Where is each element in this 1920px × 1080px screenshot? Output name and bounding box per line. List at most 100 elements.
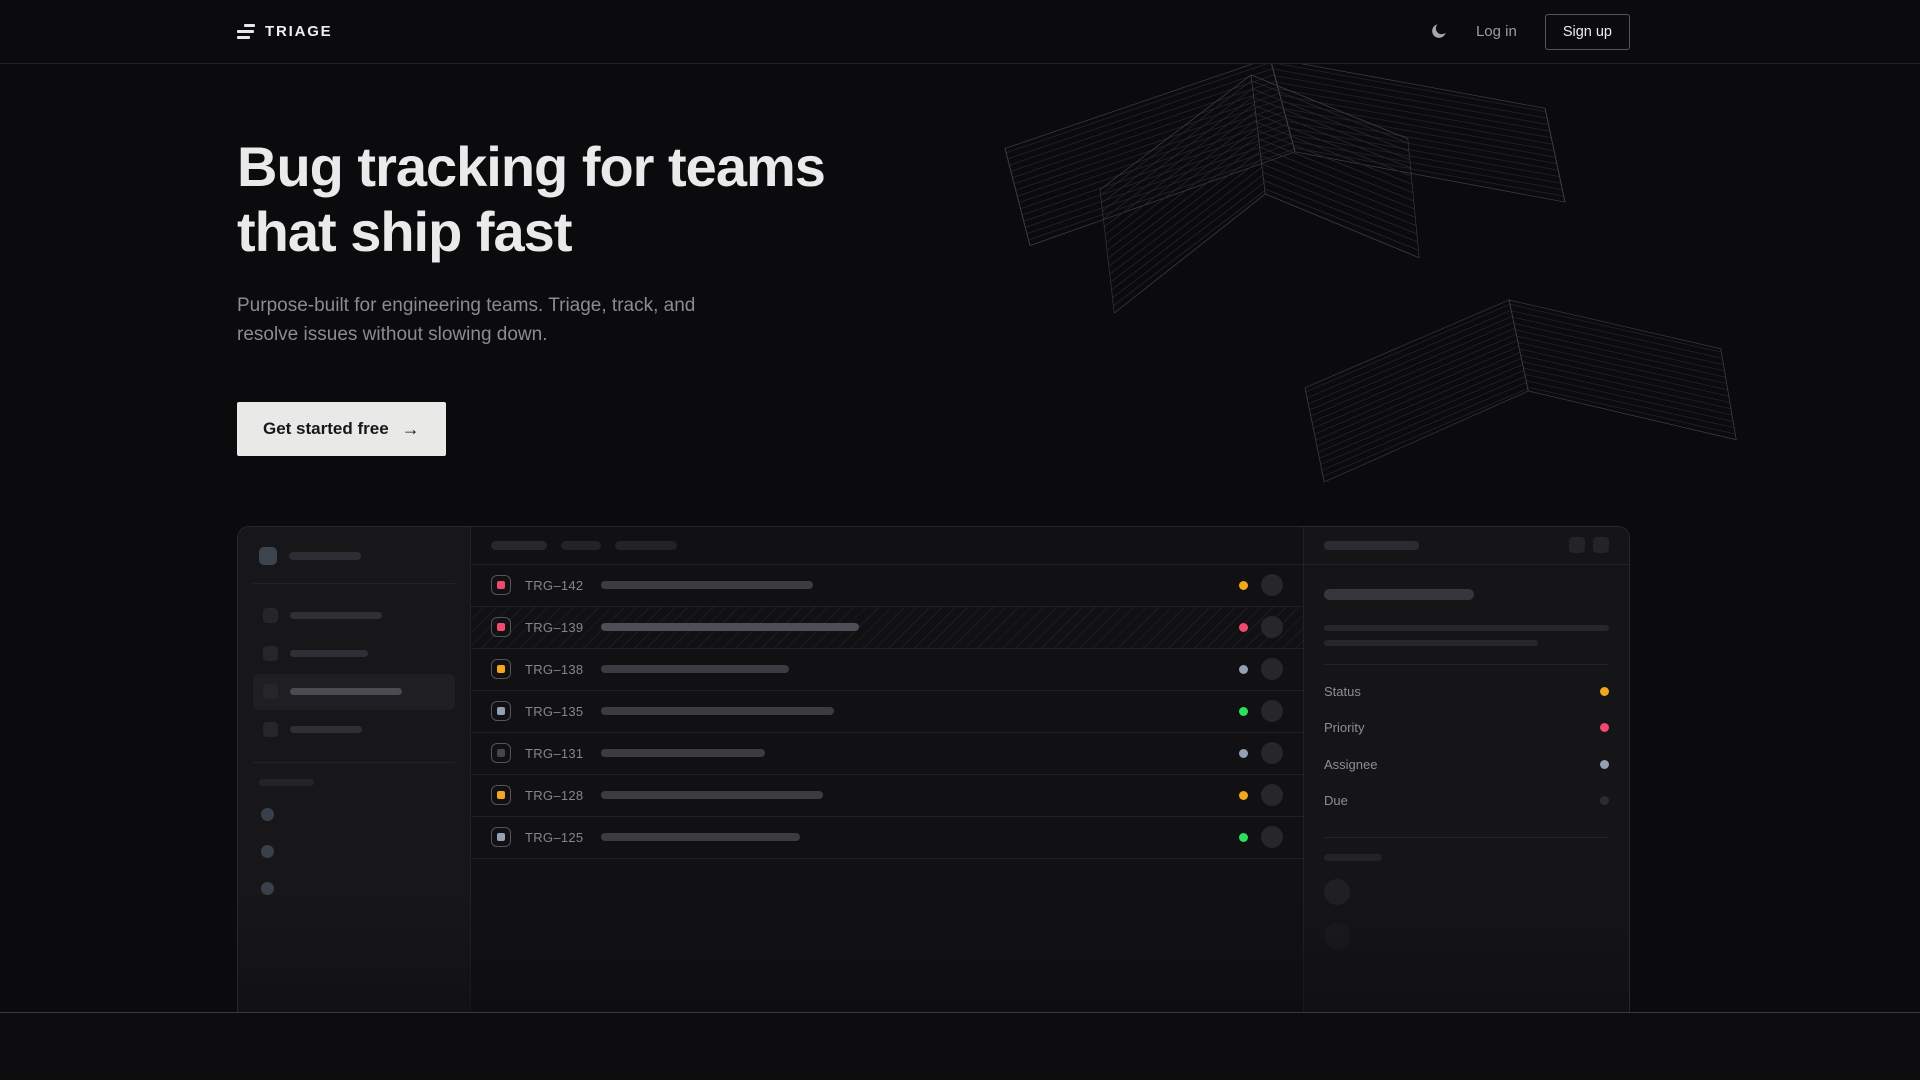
mock-nav-icon-placeholder (263, 722, 278, 738)
mock-issue-title-placeholder (1324, 588, 1474, 600)
avatar-placeholder (1261, 826, 1283, 849)
mock-sidebar-nav-item (253, 598, 455, 634)
login-link[interactable]: Log in (1475, 23, 1517, 40)
issue-type-icon (491, 701, 511, 722)
status-dot (1239, 706, 1248, 716)
mock-field-row: Assignee (1324, 746, 1609, 783)
navbar: TRIAGE Log in Sign up (0, 0, 1920, 64)
divider (253, 582, 455, 584)
issue-type-icon (491, 743, 511, 764)
issue-type-icon (491, 827, 511, 848)
field-value-dot (1600, 723, 1609, 733)
skeleton-bar (601, 707, 834, 716)
issue-id: TRG–125 (525, 829, 584, 845)
skeleton-bar (601, 581, 813, 590)
mock-dot (261, 844, 274, 858)
mock-nav-icon-placeholder (263, 684, 278, 700)
field-label: Due (1324, 793, 1348, 809)
signup-button[interactable]: Sign up (1544, 13, 1630, 50)
mock-filter-pill (491, 540, 547, 550)
avatar-placeholder (1261, 616, 1283, 639)
mock-sidebar-nav-item (253, 636, 455, 672)
mock-field-row: Status (1324, 673, 1609, 710)
avatar-placeholder (1261, 742, 1283, 765)
skeleton-bar (601, 833, 800, 842)
field-value-dot (1600, 686, 1609, 696)
mock-issue-row: TRG–125 (471, 817, 1303, 859)
skeleton-bar (601, 791, 823, 800)
mock-detail-fields: Status Priority Assignee (1324, 673, 1609, 819)
issue-id: TRG–138 (525, 661, 584, 677)
issue-type-icon (491, 575, 511, 596)
field-label: Assignee (1324, 756, 1378, 772)
skeleton-bar (1324, 624, 1609, 631)
issue-type-icon (491, 785, 511, 806)
field-label: Status (1324, 683, 1361, 699)
status-dot (1239, 790, 1248, 800)
field-value-dot (1600, 796, 1609, 806)
mock-filter-pill (561, 540, 601, 550)
divider (1324, 663, 1609, 665)
arrow-right-icon: → (401, 418, 420, 439)
avatar-placeholder (1324, 878, 1350, 905)
skeleton-bar (290, 612, 382, 620)
field-label: Priority (1324, 720, 1365, 736)
moon-icon (1432, 24, 1446, 38)
mock-comments-label-placeholder (1324, 853, 1382, 861)
mock-issue-row: TRG–139 (471, 606, 1303, 649)
mock-issue-list: TRG–142 TRG–139 (471, 526, 1303, 1012)
skeleton-bar (290, 650, 368, 658)
mock-section-label-placeholder (259, 778, 314, 786)
status-dot (1239, 832, 1248, 842)
status-dot (1239, 622, 1248, 632)
get-started-button[interactable]: Get started free → (237, 401, 446, 456)
skeleton-bar (290, 688, 402, 696)
mock-sidebar-dots (253, 807, 455, 895)
avatar-placeholder (1261, 784, 1283, 807)
issue-type-icon (491, 659, 511, 680)
issue-id: TRG–139 (525, 619, 584, 635)
field-value-dot (1600, 759, 1609, 769)
avatar-placeholder (1261, 574, 1283, 597)
skeleton-bar (1324, 639, 1538, 646)
cta-label: Get started free (263, 418, 389, 438)
mock-issue-rows: TRG–142 TRG–139 (471, 565, 1303, 859)
page-footer (0, 1013, 1920, 1079)
status-dot (1239, 748, 1248, 758)
mock-filter-pill (615, 540, 677, 550)
status-dot (1239, 580, 1248, 590)
theme-toggle-button[interactable] (1429, 22, 1448, 41)
skeleton-bar (1324, 540, 1419, 550)
mock-panel-button (1569, 537, 1585, 554)
mock-sidebar-nav-item (253, 712, 455, 748)
triage-logo-icon (237, 24, 255, 39)
issue-type-icon (491, 617, 511, 638)
mock-field-row: Due (1324, 782, 1609, 819)
app-preview-card: TRG–142 TRG–139 (237, 525, 1630, 1012)
mock-issue-row: TRG–138 (471, 649, 1303, 691)
mock-detail-header (1304, 527, 1629, 565)
mock-workspace-avatar (259, 546, 277, 565)
skeleton-bar (601, 749, 765, 758)
issue-id: TRG–135 (525, 703, 584, 719)
avatar-placeholder (1261, 700, 1283, 723)
mock-detail-panel: Status Priority Assignee (1303, 526, 1629, 1012)
mock-sidebar-nav (253, 598, 455, 748)
issue-id: TRG–128 (525, 787, 584, 803)
mock-sidebar-nav-item (253, 673, 455, 710)
skeleton-bar (289, 551, 361, 560)
mock-issue-row: TRG–142 (471, 565, 1303, 607)
brand-name: TRIAGE (265, 23, 333, 40)
mock-field-row: Priority (1324, 709, 1609, 746)
issue-id: TRG–142 (525, 577, 584, 593)
brand-logo[interactable]: TRIAGE (237, 23, 332, 40)
status-dot (1239, 664, 1248, 674)
mock-panel-button (1593, 537, 1609, 554)
mock-dot (261, 807, 274, 821)
skeleton-bar (290, 726, 362, 734)
divider (1324, 836, 1609, 838)
mock-nav-icon-placeholder (263, 646, 278, 662)
mock-dot (261, 881, 274, 895)
